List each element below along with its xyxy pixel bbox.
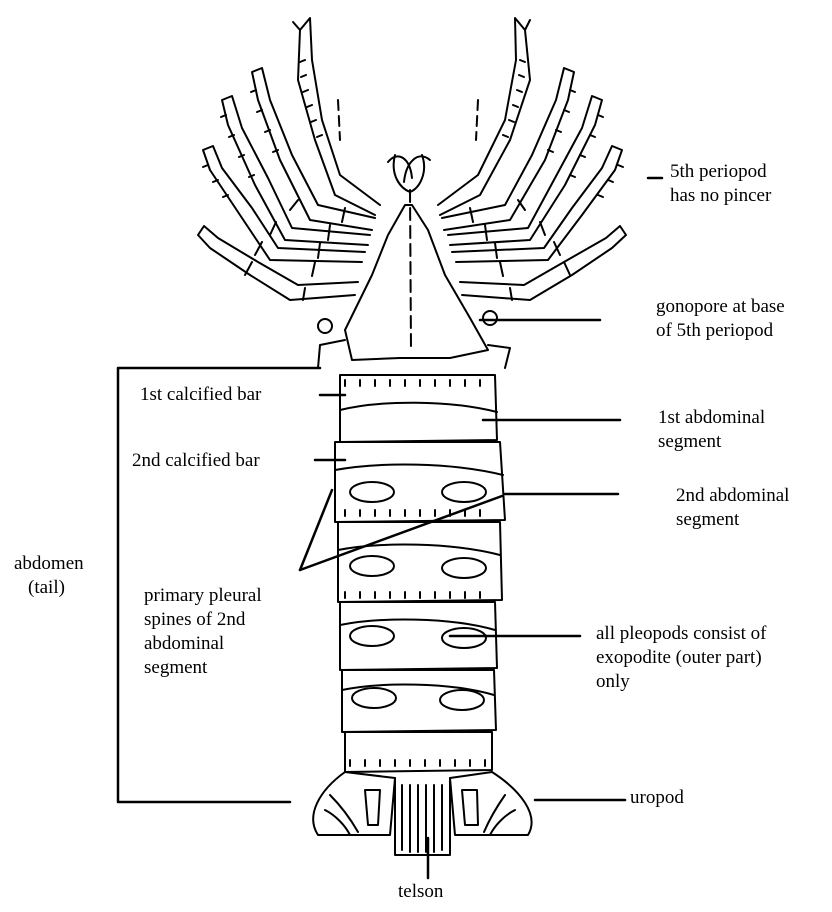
left-periopods	[198, 18, 380, 300]
tail-fan	[313, 772, 531, 855]
label-line: 1st abdominal	[658, 406, 765, 430]
label-pleural-spines: primary pleural spines of 2nd abdominal …	[144, 584, 262, 680]
label-line: all pleopods consist of	[596, 622, 766, 646]
label-line: abdominal	[144, 632, 262, 656]
label-line: gonopore at base	[656, 295, 785, 319]
label-line: 2nd calcified bar	[132, 450, 260, 471]
label-2nd-abdominal-segment: 2nd abdominal segment	[676, 484, 789, 532]
abdomen-body	[335, 375, 505, 772]
label-line: uropod	[630, 787, 684, 808]
label-pleopods: all pleopods consist of exopodite (outer…	[596, 622, 766, 694]
label-uropod: uropod	[630, 786, 684, 810]
right-periopods	[438, 18, 626, 300]
label-line: abdomen	[14, 552, 84, 576]
label-1st-abdominal-segment: 1st abdominal segment	[658, 406, 765, 454]
label-line: segment	[658, 430, 765, 454]
label-line: primary pleural	[144, 584, 262, 608]
label-line: segment	[144, 656, 262, 680]
label-line: spines of 2nd	[144, 608, 262, 632]
label-line: only	[596, 670, 766, 694]
label-1st-calcified-bar: 1st calcified bar	[140, 383, 261, 407]
label-line: exopodite (outer part)	[596, 646, 766, 670]
label-line: has no pincer	[670, 184, 771, 208]
label-abdomen: abdomen (tail)	[14, 552, 84, 600]
label-2nd-calcified-bar: 2nd calcified bar	[132, 449, 260, 473]
label-line: (tail)	[14, 576, 84, 600]
label-line: 2nd abdominal	[676, 484, 789, 508]
label-line: 5th periopod	[670, 160, 771, 184]
label-line: segment	[676, 508, 789, 532]
label-telson: telson	[398, 880, 443, 904]
label-line: 1st calcified bar	[140, 384, 261, 405]
label-gonopore: gonopore at base of 5th periopod	[656, 295, 785, 343]
label-line: of 5th periopod	[656, 319, 785, 343]
label-5th-periopod: 5th periopod has no pincer	[670, 160, 771, 208]
label-line: telson	[398, 881, 443, 902]
